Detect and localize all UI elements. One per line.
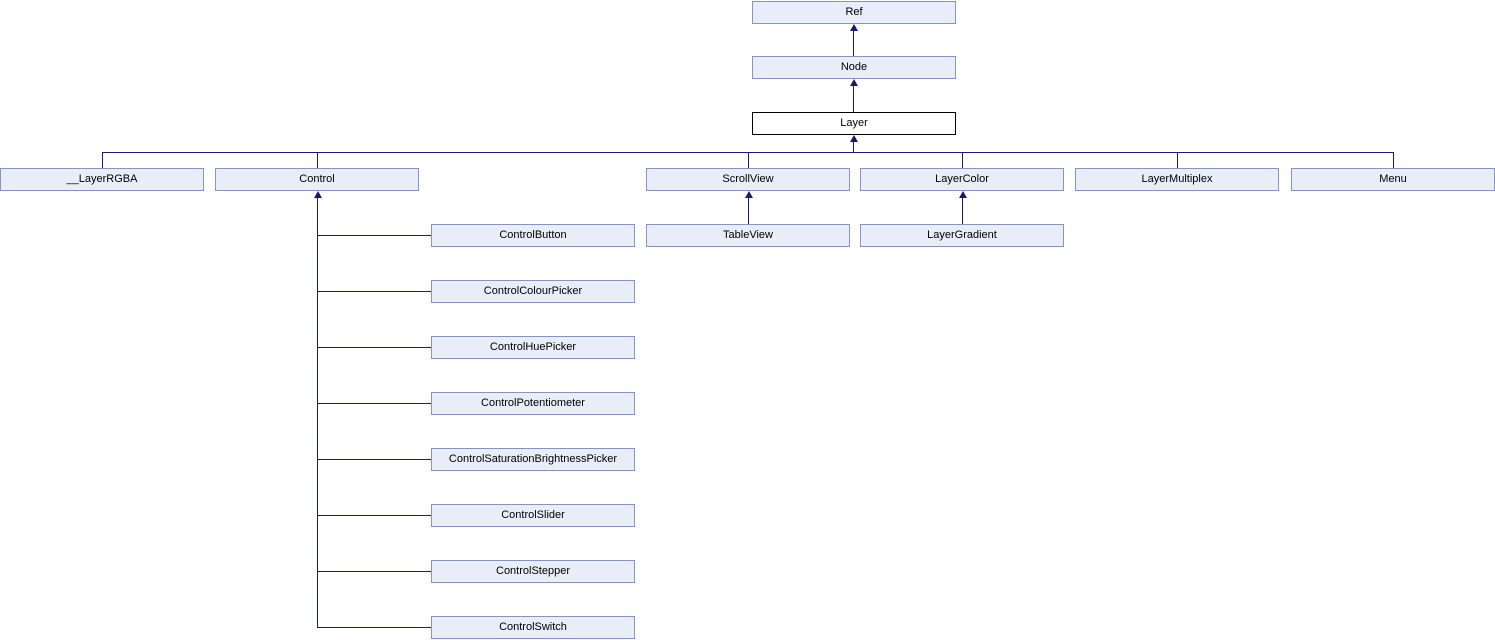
edge-branch-controlsaturationbrightnesspicker (317, 459, 431, 460)
edge-stub-layermultiplex (1177, 152, 1178, 168)
edge-tableview-to-scrollview (748, 198, 749, 224)
arrowhead-children-to-layer (850, 135, 858, 142)
edge-branch-controlpotentiometer (317, 403, 431, 404)
edge-branch-controlhuepicker (317, 347, 431, 348)
class-node-controlswitch[interactable]: ControlSwitch (431, 616, 635, 639)
edge-branch-controlbutton (317, 235, 431, 236)
class-node-controlcolourpicker[interactable]: ControlColourPicker (431, 280, 635, 303)
class-node-layerrgba[interactable]: __LayerRGBA (0, 168, 204, 191)
edge-branch-controlstepper (317, 571, 431, 572)
class-node-menu[interactable]: Menu (1291, 168, 1495, 191)
edge-stub-scrollview (748, 152, 749, 168)
edge-branch-controlcolourpicker (317, 291, 431, 292)
class-node-layergradient[interactable]: LayerGradient (860, 224, 1064, 247)
edge-stub-menu (1393, 152, 1394, 168)
edge-stub-control (317, 152, 318, 168)
class-node-node[interactable]: Node (752, 56, 956, 79)
edge-branch-controlslider (317, 515, 431, 516)
arrowhead-layergradient-to-layercolor (959, 191, 967, 198)
class-node-layercolor[interactable]: LayerColor (860, 168, 1064, 191)
class-node-controlpotentiometer[interactable]: ControlPotentiometer (431, 392, 635, 415)
edge-branch-controlswitch (317, 627, 431, 628)
edge-control-trunk (317, 198, 318, 628)
class-node-controlsaturationbrightnesspicker[interactable]: ControlSaturationBrightnessPicker (431, 448, 635, 471)
class-node-control[interactable]: Control (215, 168, 419, 191)
edge-stub-layerrgba (102, 152, 103, 168)
class-node-layer-current: Layer (752, 112, 956, 135)
class-node-controlslider[interactable]: ControlSlider (431, 504, 635, 527)
class-node-tableview[interactable]: TableView (646, 224, 850, 247)
edge-layergradient-to-layercolor (962, 198, 963, 224)
arrowhead-layer-to-node (850, 79, 858, 86)
class-node-controlhuepicker[interactable]: ControlHuePicker (431, 336, 635, 359)
class-node-scrollview[interactable]: ScrollView (646, 168, 850, 191)
class-node-ref[interactable]: Ref (752, 1, 956, 24)
arrowhead-node-to-ref (850, 24, 858, 31)
edge-node-to-ref (853, 31, 854, 56)
class-node-layermultiplex[interactable]: LayerMultiplex (1075, 168, 1279, 191)
arrowhead-children-to-control (314, 191, 322, 198)
arrowhead-tableview-to-scrollview (745, 191, 753, 198)
class-node-controlstepper[interactable]: ControlStepper (431, 560, 635, 583)
edge-layer-to-node (853, 86, 854, 112)
class-node-controlbutton[interactable]: ControlButton (431, 224, 635, 247)
edge-rail-to-layer (853, 142, 854, 153)
edge-stub-layercolor (962, 152, 963, 168)
